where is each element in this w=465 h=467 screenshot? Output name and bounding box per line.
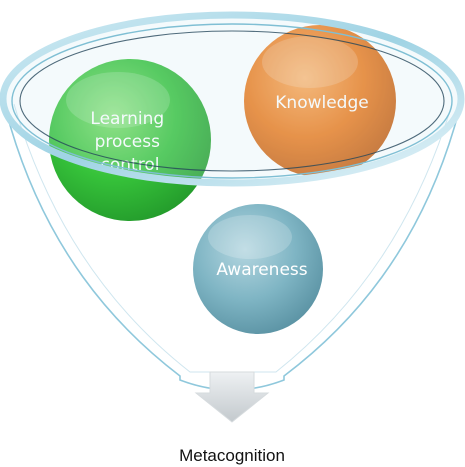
down-arrow-icon <box>194 371 270 423</box>
circle-awareness: Awareness <box>193 204 323 334</box>
circle-orange-highlight <box>262 36 358 88</box>
circle-orange <box>244 25 396 177</box>
funnel-rim-outer <box>0 11 465 187</box>
circle-blue-highlight <box>208 215 292 259</box>
circle-blue <box>193 204 323 334</box>
down-arrow-shape <box>194 371 270 423</box>
funnel-rim-inner <box>11 23 453 179</box>
label-awareness: Awareness <box>216 260 307 280</box>
funnel-rim <box>0 11 465 187</box>
circle-knowledge: Knowledge <box>244 25 396 177</box>
label-knowledge: Knowledge <box>275 93 368 113</box>
funnel-rim-dark-line <box>19 30 445 172</box>
label-line-process: process <box>95 132 160 152</box>
label-line-learning: Learning <box>90 109 164 129</box>
circle-green-highlight <box>66 72 170 128</box>
caption-metacognition: Metacognition <box>179 446 285 465</box>
